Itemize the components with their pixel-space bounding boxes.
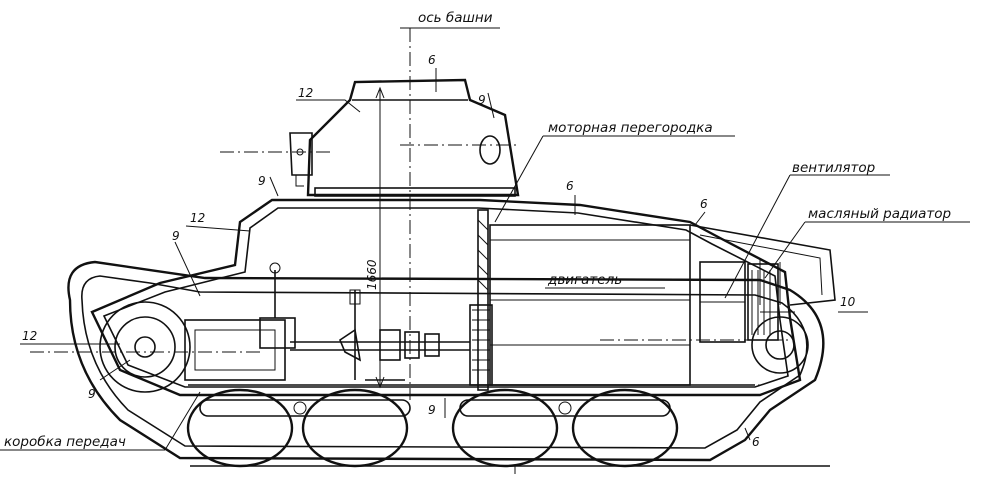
gearbox (184, 262, 296, 381)
leader-lines (0, 27, 970, 451)
hull (90, 198, 802, 397)
road-wheel (301, 388, 409, 468)
engine-bulkhead (477, 209, 489, 391)
label-engine: двигатель (547, 272, 622, 288)
height-dimension (375, 86, 385, 389)
dim-front-lower: 9 (172, 229, 180, 243)
ground-line (190, 465, 830, 474)
dim-hull-top-front: 9 (258, 174, 266, 188)
fan (699, 261, 746, 343)
control-levers (349, 289, 405, 381)
dim-turret-top: 6 (428, 53, 436, 67)
dim-rear-plate: 10 (840, 295, 856, 309)
flywheel (469, 304, 493, 386)
label-oil-radiator: масляный радиатор (808, 206, 951, 222)
road-wheels (186, 388, 679, 468)
centerlines (30, 28, 790, 400)
label-engine-bulkhead: моторная перегородка (548, 120, 713, 136)
dim-nose: 12 (22, 329, 37, 343)
suspension-bogies (199, 399, 671, 417)
dim-height: 1660 (365, 259, 379, 290)
dim-rear-deck: 6 (700, 197, 708, 211)
road-wheel (451, 388, 559, 468)
dim-nose-lower: 9 (88, 387, 96, 401)
rear-superstructure (689, 224, 836, 306)
road-wheel (571, 388, 679, 468)
engine-block (489, 224, 691, 386)
label-gearbox: коробка передач (4, 434, 126, 450)
idler-wheel (99, 301, 191, 393)
dim-turret-rear: 9 (478, 93, 486, 107)
dim-rear-belly: 6 (752, 435, 760, 449)
track (67, 260, 825, 462)
dim-glacis: 12 (190, 211, 205, 225)
dim-turret-front: 12 (298, 86, 313, 100)
dim-engine-deck: 6 (566, 179, 574, 193)
label-turret-axis: ось башни (418, 10, 493, 26)
dim-belly: 9 (428, 403, 436, 417)
label-fan: вентилятор (792, 160, 875, 176)
